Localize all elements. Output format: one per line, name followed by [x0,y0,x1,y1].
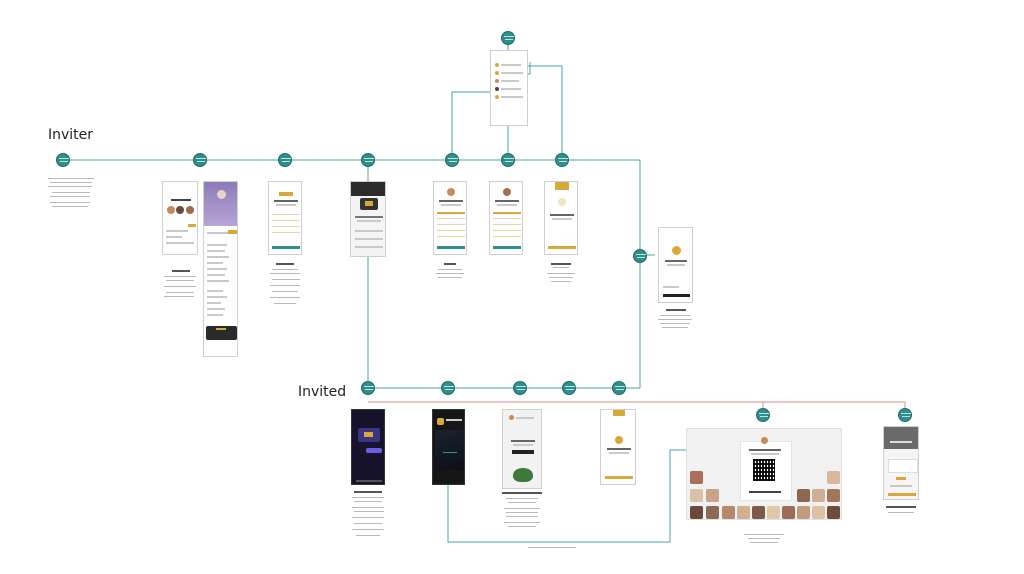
flow-node[interactable] [445,153,459,167]
screen-menu[interactable] [203,181,238,357]
screen-notifications[interactable] [490,50,528,126]
flow-node[interactable] [898,408,912,422]
screen-tracking-progress[interactable] [489,181,523,255]
screen-desktop-qr[interactable] [686,428,842,520]
flow-node[interactable] [633,249,647,263]
flow-node[interactable] [612,381,626,395]
screen-share-sheet[interactable] [350,181,386,257]
screen-landing[interactable] [502,409,542,489]
screen-referral[interactable] [268,181,302,255]
flow-node[interactable] [501,153,515,167]
flow-node[interactable] [562,381,576,395]
screen-profile[interactable] [162,181,198,255]
screen-reward-right[interactable] [658,227,693,303]
flow-node[interactable] [193,153,207,167]
lane-title-inviter: Inviter [48,127,94,143]
lane-title-invited: Invited [298,384,347,400]
flow-node[interactable] [361,153,375,167]
flow-node[interactable] [513,381,527,395]
screen-invite-message[interactable] [351,409,385,485]
flow-node[interactable] [278,153,292,167]
flow-node[interactable] [756,408,770,422]
screen-desktop-invite[interactable] [883,426,919,500]
screen-tracking[interactable] [433,181,467,255]
screen-app-store[interactable] [432,409,465,485]
flow-node[interactable] [501,31,515,45]
flow-node[interactable] [361,381,375,395]
flow-node[interactable] [555,153,569,167]
flow-node[interactable] [56,153,70,167]
flow-node[interactable] [441,381,455,395]
screen-reward-success[interactable] [544,181,578,255]
screen-welcome-reward[interactable] [600,409,636,485]
